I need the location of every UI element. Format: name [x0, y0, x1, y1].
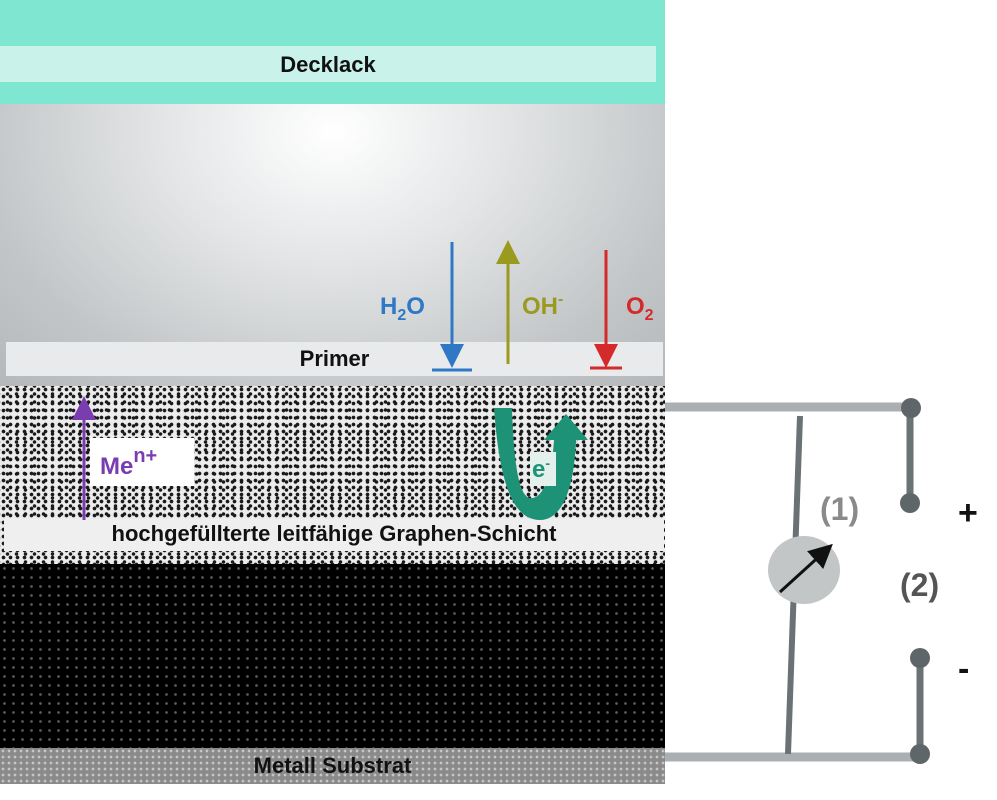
top-terminal-node	[901, 398, 921, 418]
minus-terminal-node	[910, 648, 930, 668]
substrate-label: Metall Substrat	[253, 753, 412, 778]
o2-label: O2	[626, 293, 654, 324]
graphene-label: hochgefüllterte leitfähige Graphen-Schic…	[111, 521, 557, 546]
decklack-label: Decklack	[280, 52, 376, 77]
electron-label: e-	[532, 455, 550, 483]
metal-layer	[0, 564, 665, 748]
plus-terminal-node	[900, 493, 920, 513]
metal-ion-label-box	[90, 438, 194, 486]
circuit-label-1: (1)	[820, 491, 859, 527]
bottom-terminal-node	[910, 744, 930, 764]
substrate-layer	[0, 748, 665, 784]
oh-label: OH-	[522, 291, 563, 320]
meter-needle-icon	[778, 543, 833, 594]
plus-sign: +	[958, 494, 978, 532]
metal-ion-label: Men+	[100, 445, 157, 480]
decklack-label-band	[0, 46, 656, 82]
circuit-label-2: (2)	[900, 567, 939, 603]
primer-label: Primer	[299, 346, 370, 371]
electron-label-box	[530, 452, 556, 486]
primer-layer	[0, 104, 665, 386]
electron-u-arrow	[494, 408, 588, 520]
primer-label-band	[6, 342, 663, 376]
h2o-label: H2O	[380, 293, 425, 324]
minus-sign: -	[958, 650, 969, 688]
graphene-label-band	[4, 519, 664, 551]
